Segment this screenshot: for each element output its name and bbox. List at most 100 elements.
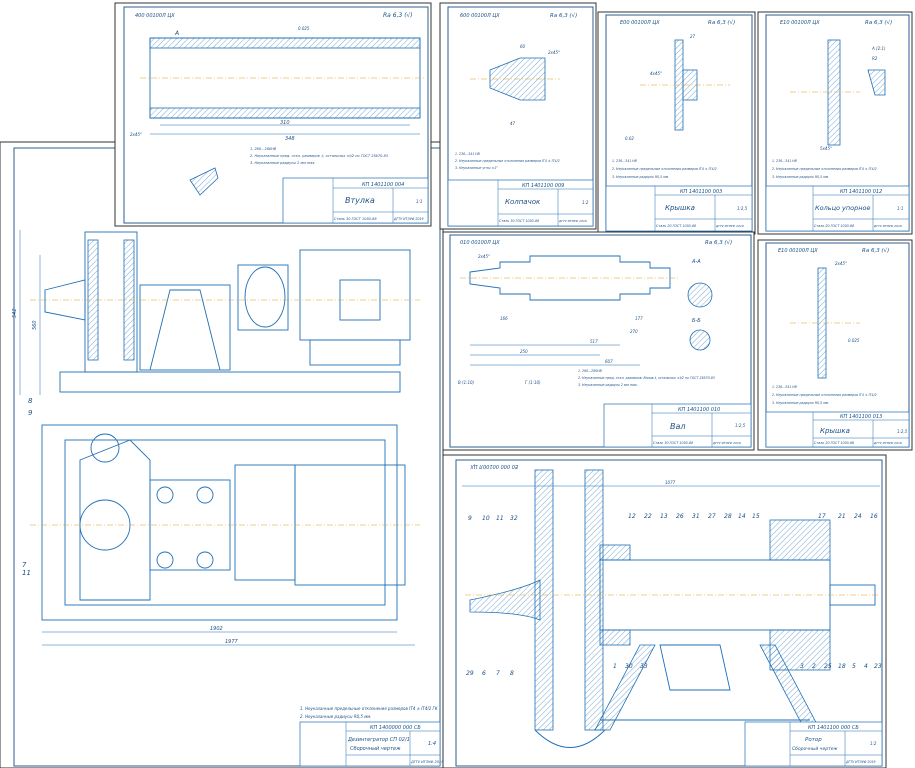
vtulka-title: Втулка bbox=[345, 196, 375, 205]
rotor-stamp: E0 000 00100Л ЦХ bbox=[470, 463, 518, 469]
val-dim-517: 517 bbox=[590, 339, 598, 344]
kryshka3-title-block: КП 1401100 003 Крышка Сталь 20 ГОСТ 1050… bbox=[605, 185, 753, 232]
callout: 1 bbox=[613, 663, 617, 670]
kolpachok-group: ДГТУ ИТЭУФ 2019 bbox=[558, 219, 587, 223]
vtulka-material: Сталь 30 ГОСТ 1050-88 bbox=[334, 217, 377, 221]
val-note-1: 1. 260...280НВ bbox=[578, 369, 602, 373]
sheet-assembly: 542 560 1902 1977 8 9 7 11 1. Неуказанны… bbox=[0, 141, 444, 768]
callout: 8 bbox=[510, 670, 514, 677]
callout: 28 bbox=[724, 513, 732, 520]
callout: 27 bbox=[708, 513, 716, 520]
callout: 25 bbox=[824, 663, 832, 670]
vtulka-group: ДГТУ ИТЭУФ 2019 bbox=[393, 217, 424, 221]
koltso-chamfer: 5x45° bbox=[820, 146, 832, 151]
kryshka3-group: ДГТУ ИТЭУФ 2019 bbox=[715, 224, 744, 228]
callout: 22 bbox=[644, 513, 652, 520]
kryshka3-tolerance: 0.02 bbox=[625, 136, 634, 141]
kolpachok-note-3: 3. Неуказанные углы ±1° bbox=[455, 166, 498, 170]
vtulka-note-3: 3. Неуказанные радиусы 2 мм max. bbox=[250, 161, 316, 165]
callout: 6 bbox=[482, 670, 486, 677]
callout: 10 bbox=[482, 515, 490, 522]
kolpachok-title-block: КП 1401100 009 Колпачок Сталь 30 ГОСТ 10… bbox=[447, 179, 594, 227]
callout: 26 bbox=[676, 513, 684, 520]
callout: 17 bbox=[818, 513, 826, 520]
val-note-3: 3. Неуказанные радиусы 2 мм max. bbox=[578, 383, 638, 387]
kolpachok-roughness: Ra 6,3 (√) bbox=[550, 12, 577, 19]
callout: 23 bbox=[874, 663, 882, 670]
koltso-title: Кольцо упорное bbox=[815, 204, 870, 212]
kryshka3-note-2: 2. Неуказанные предельные отклонения раз… bbox=[612, 167, 717, 171]
rotor-callouts-top: 9 10 11 32 12 22 13 26 31 27 28 14 15 17… bbox=[468, 513, 878, 522]
callout-8: 8 bbox=[28, 397, 33, 405]
rotor-group: ДГТУ ИТЭУФ 2019 bbox=[845, 760, 876, 764]
callout: 4 bbox=[864, 663, 868, 670]
callout-9: 9 bbox=[28, 409, 33, 417]
val-code: КП 1401100 010 bbox=[678, 407, 720, 413]
dim-width-1902: 1902 bbox=[210, 626, 223, 632]
vtulka-section-label: А bbox=[174, 30, 179, 37]
callout: 32 bbox=[510, 515, 518, 522]
dim-height: 542 bbox=[12, 308, 18, 318]
rotor-title-block: КП 1401100 000 СБ Ротор Сборочный чертеж… bbox=[744, 721, 883, 767]
val-group: ДГТУ ИТЭУФ 2019 bbox=[712, 441, 741, 445]
val-scale: 1:2,5 bbox=[735, 423, 746, 428]
val-detail-v: В (1:10) bbox=[458, 380, 475, 385]
vtulka-dim-310: 310 bbox=[280, 120, 290, 126]
kryshka13-note-3: 3. Неуказанные радиусы R0,5 мм. bbox=[772, 401, 829, 405]
kryshka13-title: Крышка bbox=[820, 427, 850, 435]
kryshka13-group: ДГТУ ИТЭУФ 2019 bbox=[873, 441, 902, 445]
kryshka13-note-1: 1. 236...341 НВ bbox=[772, 385, 797, 389]
rotor-code: КП 1401100 000 СБ bbox=[808, 725, 859, 731]
val-section-bb: Б-Б bbox=[692, 318, 701, 324]
kolpachok-chamfer: 2x45° bbox=[548, 50, 560, 55]
koltso-scale: 1:1 bbox=[897, 206, 903, 211]
rotor-callouts-bottom: 29 6 7 8 1 30 33 3 2 25 18 5 4 23 bbox=[466, 663, 882, 677]
koltso-title-block: КП 1401100 012 Кольцо упорное Сталь 20 Г… bbox=[765, 185, 910, 232]
val-note-2: 2. Неуказанные пред. откл. размеров: Вал… bbox=[578, 376, 715, 380]
rotor-title: Ротор bbox=[805, 737, 822, 743]
kryshka13-roughness: Ra 6,3 (√) bbox=[862, 247, 889, 254]
assembly-plan-view: 1902 1977 8 9 7 11 bbox=[22, 397, 420, 646]
vtulka-roughness: Ra 6,3 (√) bbox=[383, 12, 413, 19]
val-dim-607: 607 bbox=[605, 359, 613, 364]
assembly-side-view: 542 560 bbox=[12, 230, 420, 395]
kryshka13-code: КП 1401100 013 bbox=[840, 414, 882, 420]
val-chamfer: 2x45° bbox=[478, 254, 490, 259]
kolpachok-dim-47: 47 bbox=[510, 121, 516, 126]
assembly-code: КП 1400000 000 СБ bbox=[370, 725, 421, 731]
vtulka-title-block: КП 1401100 004 Втулка Сталь 30 ГОСТ 1050… bbox=[282, 177, 429, 224]
val-title-block: КП 1401100 010 Вал Сталь 30 ГОСТ 1050-88… bbox=[603, 403, 752, 448]
vtulka-tolerance: 0.025 bbox=[298, 26, 310, 31]
rotor-dim-1077: 1077 bbox=[665, 480, 676, 485]
val-detail-g: Г (1:10) bbox=[525, 380, 541, 385]
koltso-code: КП 1401100 012 bbox=[840, 189, 882, 195]
kryshka3-note-1: 1. 236...341 НВ bbox=[612, 159, 637, 163]
callout: 16 bbox=[870, 513, 878, 520]
koltso-note-2: 2. Неуказанные предельные отклонения раз… bbox=[772, 167, 877, 171]
vtulka-chamfer: 2x45° bbox=[130, 132, 142, 137]
vtulka-scale: 1:1 bbox=[416, 199, 422, 204]
assembly-group: ДГТУ ИТЭУФ 2019 bbox=[410, 760, 444, 764]
kryshka3-material: Сталь 20 ГОСТ 1050-88 bbox=[656, 224, 696, 228]
sheet-rotor: E0 000 00100Л ЦХ 1077 9 10 11 32 12 22 1… bbox=[442, 454, 887, 768]
kolpachok-title: Колпачок bbox=[505, 198, 541, 206]
koltso-note-1: 1. 236...341 НВ bbox=[772, 159, 797, 163]
koltso-detail: А (2:1) bbox=[871, 46, 886, 51]
kryshka3-roughness: Ra 6,3 (√) bbox=[708, 19, 735, 26]
val-dim-270: 270 bbox=[630, 329, 638, 334]
kolpachok-scale: 1:2 bbox=[582, 200, 589, 205]
callout-7: 7 bbox=[22, 561, 27, 569]
koltso-note-3: 3. Неуказанные радиусы R0,5 мм. bbox=[772, 175, 829, 179]
callout-11: 11 bbox=[22, 569, 31, 577]
callout: 21 bbox=[838, 513, 846, 520]
koltso-radius: R2 bbox=[872, 56, 878, 61]
sheet-kryshka-013: E10 00100Л ЦХ Ra 6,3 (√) 2x45° 0.025 1. … bbox=[757, 239, 913, 451]
callout: 3 bbox=[800, 663, 804, 670]
koltso-stamp: E10 00100Л ЦХ bbox=[780, 20, 820, 26]
kryshka3-stamp: E00 00100Л ЦХ bbox=[620, 20, 660, 26]
kryshka3-title: Крышка bbox=[665, 204, 695, 212]
kryshka13-note-2: 2. Неуказанные предельные отклонения раз… bbox=[772, 393, 877, 397]
kryshka3-note-3: 3. Неуказанные радиусы R0,5 мм. bbox=[612, 175, 669, 179]
assembly-note-2: 2. Неуказанные радиусы R0,5 мм. bbox=[300, 714, 372, 719]
